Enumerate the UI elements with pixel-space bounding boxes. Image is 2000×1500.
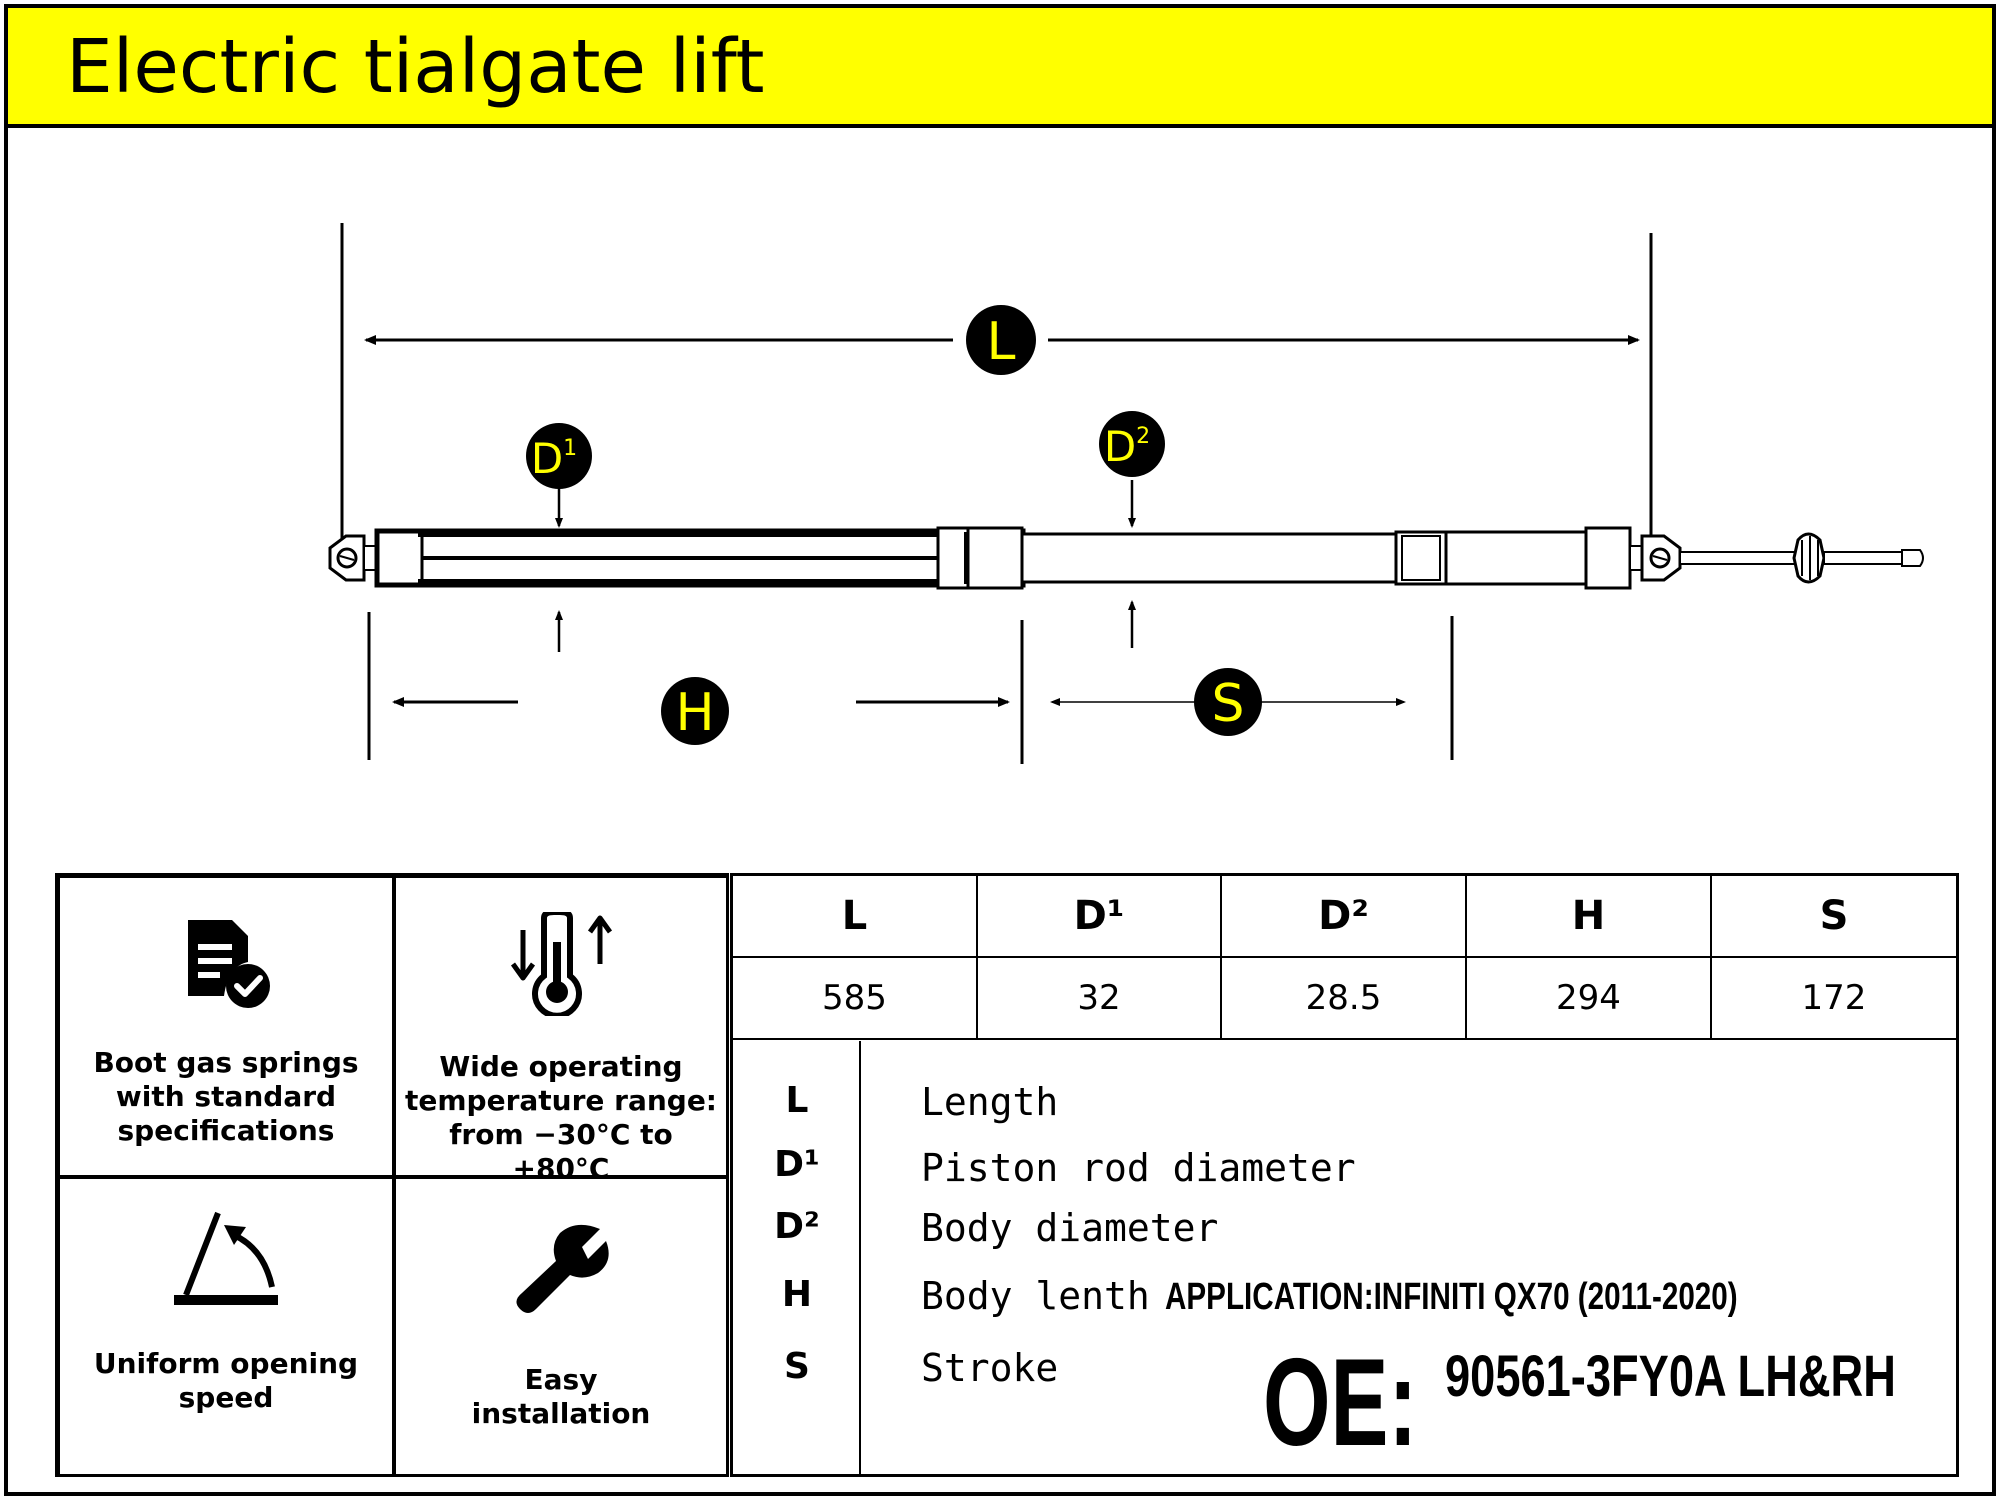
legend-desc-stroke: Stroke [921, 1346, 1059, 1390]
legend-key-d1: D¹ [774, 1144, 820, 1185]
legend-key-column [733, 1041, 861, 1477]
piston-rod [1020, 526, 1632, 590]
document-check-icon [188, 920, 270, 1008]
badge-length: L [966, 305, 1036, 375]
badge-stroke-text: S [1211, 674, 1244, 734]
spec-value-d2: 28.5 [1222, 958, 1467, 1040]
connector-cable [1679, 532, 1924, 584]
gas-spring-diagram: L D1 D2 H S [328, 223, 1924, 764]
badge-length-text: L [987, 312, 1016, 372]
legend-desc-body-diameter: Body diameter [921, 1206, 1219, 1250]
opening-angle-icon [174, 1211, 278, 1305]
badge-body-diameter-sup: 2 [1136, 424, 1150, 449]
spec-value-l: 585 [733, 958, 978, 1040]
legend-desc-length: Length [921, 1080, 1059, 1124]
spec-value-h: 294 [1467, 958, 1712, 1040]
badge-rod-diameter: D1 [526, 423, 592, 489]
legend-key-s: S [784, 1346, 810, 1387]
wrench-icon [516, 1224, 609, 1313]
feature-label: Wide operating temperature range: from −… [404, 1050, 718, 1185]
legend-key-d2: D² [774, 1206, 820, 1247]
svg-text:D2: D2 [1104, 422, 1150, 471]
feature-standard-specs: Boot gas springs with standard specifica… [58, 876, 394, 1177]
page-frame: Electric tialgate lift [4, 4, 1996, 1496]
feature-label: Boot gas springs with standard specifica… [93, 1046, 359, 1147]
feature-label: Easy installation [471, 1363, 651, 1430]
left-mount-eye [328, 534, 377, 582]
svg-text:D1: D1 [531, 434, 577, 483]
title-bar: Electric tialgate lift [8, 8, 1992, 128]
badge-rod-diameter-sup: 1 [563, 436, 577, 461]
badge-body-length: H [661, 677, 729, 745]
feature-uniform-speed: Uniform opening speed [58, 1177, 394, 1477]
spec-header-d2: D² [1222, 876, 1467, 958]
feature-label: Uniform opening speed [93, 1347, 359, 1414]
oe-label: OE: [1263, 1334, 1418, 1472]
legend-key-l: L [785, 1080, 809, 1121]
feature-temperature-range: Wide operating temperature range: from −… [394, 876, 728, 1185]
badge-body-length-text: H [675, 683, 714, 743]
thermometer-icon [510, 912, 613, 1016]
badge-body-diameter-text: D [1104, 422, 1136, 471]
body-tube [374, 526, 1026, 590]
badge-body-diameter: D2 [1099, 411, 1165, 477]
legend-desc-rod-diameter: Piston rod diameter [921, 1146, 1356, 1190]
spec-table: L D¹ D² H S 585 32 28.5 294 172 L D¹ D² … [730, 873, 1959, 1477]
badge-rod-diameter-text: D [531, 434, 563, 483]
spec-header-l: L [733, 876, 978, 958]
legend-desc-body-length: Body lenth [921, 1274, 1150, 1318]
right-mount-eye [1629, 534, 1682, 582]
legend-key-h: H [781, 1274, 813, 1315]
badge-stroke: S [1194, 668, 1262, 736]
features-grid: Boot gas springs with standard specifica… [55, 873, 729, 1477]
oe-number: 90561-3FY0A LH&RH [1445, 1344, 1896, 1409]
application-text: APPLICATION:INFINITI QX70 (2011-2020) [1165, 1276, 1738, 1318]
page-title: Electric tialgate lift [66, 24, 765, 110]
spec-header-h: H [1467, 876, 1712, 958]
spec-header-d1: D¹ [978, 876, 1222, 958]
feature-easy-installation: Easy installation [394, 1177, 728, 1477]
spec-value-d1: 32 [978, 958, 1222, 1040]
spec-value-s: 172 [1712, 958, 1956, 1040]
spec-header-s: S [1712, 876, 1956, 958]
